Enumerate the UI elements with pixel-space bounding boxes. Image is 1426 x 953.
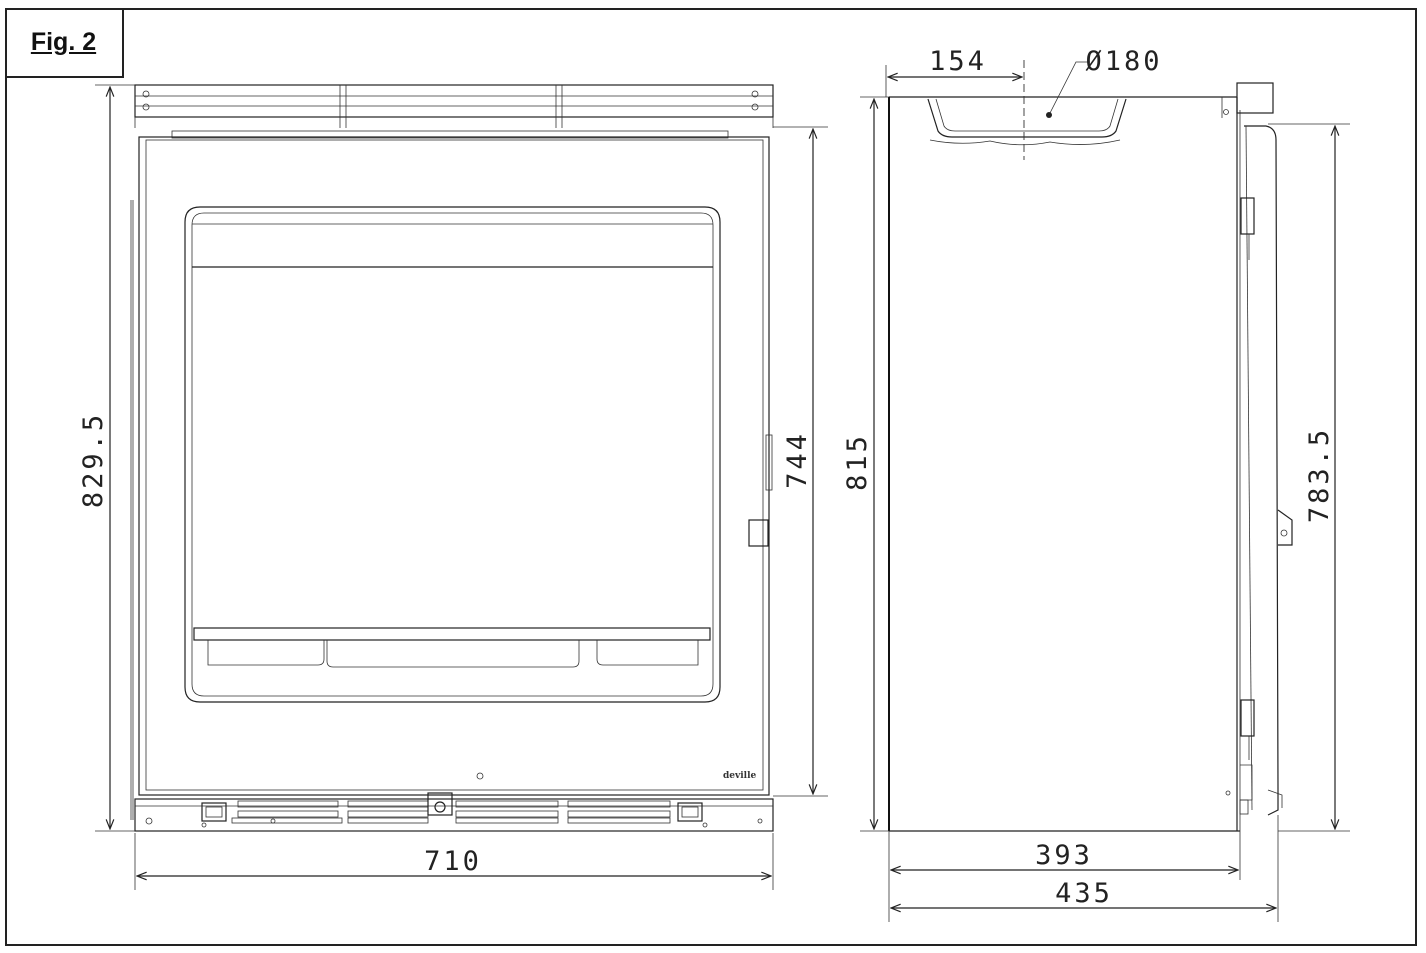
dim-label-829-5: 829.5 (78, 412, 109, 508)
dim-side-total-depth: 435 (892, 815, 1279, 922)
dim-side-body-depth: 393 (888, 831, 1241, 922)
flue-collar (927, 60, 1127, 160)
brand-logo: deville (723, 771, 757, 781)
side-body (888, 82, 1293, 832)
figure-label: Fig. 2 (5, 8, 124, 78)
dim-label-flue-diameter: Ø180 (1085, 46, 1162, 77)
glass-window (184, 206, 721, 703)
door-screw (476, 772, 484, 780)
dim-label-815: 815 (842, 433, 873, 491)
bottom-vent (134, 792, 774, 832)
dim-side-total-height: 815 (842, 96, 889, 832)
side-view: 154 Ø180 815 783.5 393 435 (842, 46, 1350, 922)
dim-flue-offset: 154 (885, 46, 1021, 97)
dim-label-154: 154 (929, 46, 987, 77)
front-view: deville (78, 84, 828, 890)
dim-front-total-height: 829.5 (78, 84, 135, 832)
dim-label-710: 710 (424, 846, 482, 877)
dim-label-744: 744 (782, 431, 813, 489)
top-rail (134, 84, 774, 128)
door-body (130, 130, 773, 820)
drawing-frame (5, 8, 1417, 946)
dim-front-width: 710 (134, 833, 774, 890)
dim-side-door-height: 783.5 (1268, 123, 1350, 832)
dim-label-393: 393 (1035, 840, 1093, 871)
dim-label-435: 435 (1055, 878, 1113, 909)
dim-label-783-5: 783.5 (1304, 427, 1335, 523)
dim-front-door-height: 744 (773, 126, 828, 797)
